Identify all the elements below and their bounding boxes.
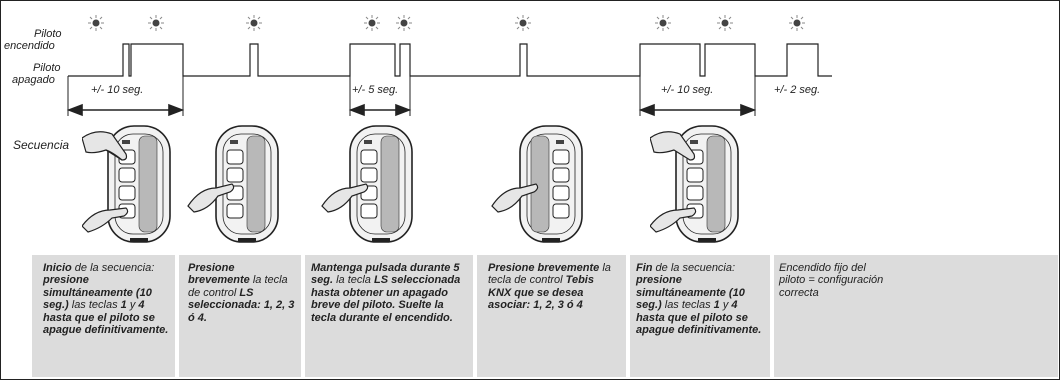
duration-arrow-3: [638, 103, 757, 117]
finger-icon: [650, 131, 696, 161]
step-text-run: 4 hasta que el piloto se apague definiti…: [43, 299, 169, 337]
step-text-4: Presione brevemente la tecla de control …: [488, 262, 618, 312]
finger-icon: [187, 183, 235, 213]
step-text-6: Encendido fijo del piloto = configuració…: [779, 262, 889, 299]
led-blink-icon: [246, 15, 262, 31]
step-text-run: la tecla de control: [188, 274, 288, 299]
finger-icon: [491, 183, 539, 213]
finger-icon: [82, 131, 128, 161]
step-panel-5: [630, 255, 770, 377]
step-text-run: Fin: [636, 262, 653, 274]
duration-arrow-2: [348, 103, 412, 117]
timing-diagram: [66, 15, 832, 117]
step-text-run: Mantenga pulsada durante 5 seg.: [311, 262, 460, 287]
led-blink-icon: [396, 15, 412, 31]
step-panel-4: [477, 255, 626, 377]
remote-step-3: [321, 125, 413, 243]
step-panel-2: [179, 255, 301, 377]
duration-label-2: +/- 5 seg.: [352, 84, 399, 96]
step-text-run: 4 hasta que el piloto se apague definiti…: [636, 299, 762, 337]
step-text-run: LS seleccionada: 1, 2, 3 ó 4.: [188, 286, 295, 324]
duration-arrow-1: [66, 103, 185, 117]
step-text-run: de la secuencia:: [652, 262, 736, 274]
step-text-run: la tecla: [333, 274, 374, 287]
led-blink-icon: [148, 15, 164, 31]
led-blink-icon: [364, 15, 380, 31]
step-panel-6: [774, 255, 1058, 377]
duration-label-4: +/- 2 seg.: [774, 84, 821, 96]
step-text-run: la tecla de control: [488, 262, 611, 287]
step-text-1: Inicio de la secuencia: presione simultá…: [43, 262, 171, 336]
duration-label-3: +/- 10 seg.: [661, 84, 714, 96]
step-text-run: Inicio: [43, 262, 72, 274]
remote-step-5: [650, 125, 739, 243]
step-panel-1: [32, 255, 175, 377]
led-blink-icon: [789, 15, 805, 31]
finger-icon: [82, 207, 129, 233]
step-text-run: presione simultáneamente (10 seg.): [636, 274, 745, 312]
step-text-run: y: [126, 299, 139, 312]
step-text-run: LS seleccionada hasta obtener un apagado…: [311, 274, 461, 324]
led-blink-icon: [515, 15, 531, 31]
step-text-run: presione simultáneamente (10 seg.): [43, 274, 152, 312]
step-text-run: 1: [120, 299, 127, 312]
step-text-run: 1: [713, 299, 720, 312]
step-text-2: Presione brevemente la tecla de control …: [188, 262, 298, 324]
step-text-run: y: [719, 299, 732, 312]
step-text-run: las teclas: [68, 299, 121, 312]
duration-label-1: +/- 10 seg.: [91, 84, 144, 96]
led-blink-icon: [655, 15, 671, 31]
label-on-2: encendido: [4, 40, 55, 52]
step-text-run: Tebis KNX que se desea asociar: 1, 2, 3 …: [488, 274, 594, 312]
step-text-run: de la secuencia:: [71, 262, 155, 274]
label-off-2: apagado: [12, 74, 55, 86]
step-text-run: Encendido fijo del piloto = configuració…: [779, 262, 884, 299]
remote-control-icon: [349, 125, 413, 243]
step-text-run: las teclas: [661, 299, 714, 312]
remote-control-icon: [519, 125, 583, 243]
remote-step-1: [82, 125, 171, 243]
remote-step-4: [491, 125, 583, 243]
led-blink-icon: [717, 15, 733, 31]
label-off-1: Piloto: [33, 62, 61, 74]
signal-waveform: [68, 43, 832, 77]
step-panel-3: [305, 255, 473, 377]
finger-icon: [650, 207, 697, 233]
label-sequence: Secuencia: [13, 138, 70, 152]
remote-control-icon: [215, 125, 279, 243]
led-blink-icon: [88, 15, 104, 31]
step-text-run: Presione brevemente: [488, 262, 600, 274]
step-text-run: Presione brevemente: [188, 262, 250, 287]
finger-icon: [321, 183, 369, 213]
step-text-5: Fin de la secuencia: presione simultánea…: [636, 262, 768, 336]
remote-step-2: [187, 125, 279, 243]
label-on-1: Piloto: [34, 28, 62, 40]
step-text-3: Mantenga pulsada durante 5 seg. la tecla…: [311, 262, 471, 324]
